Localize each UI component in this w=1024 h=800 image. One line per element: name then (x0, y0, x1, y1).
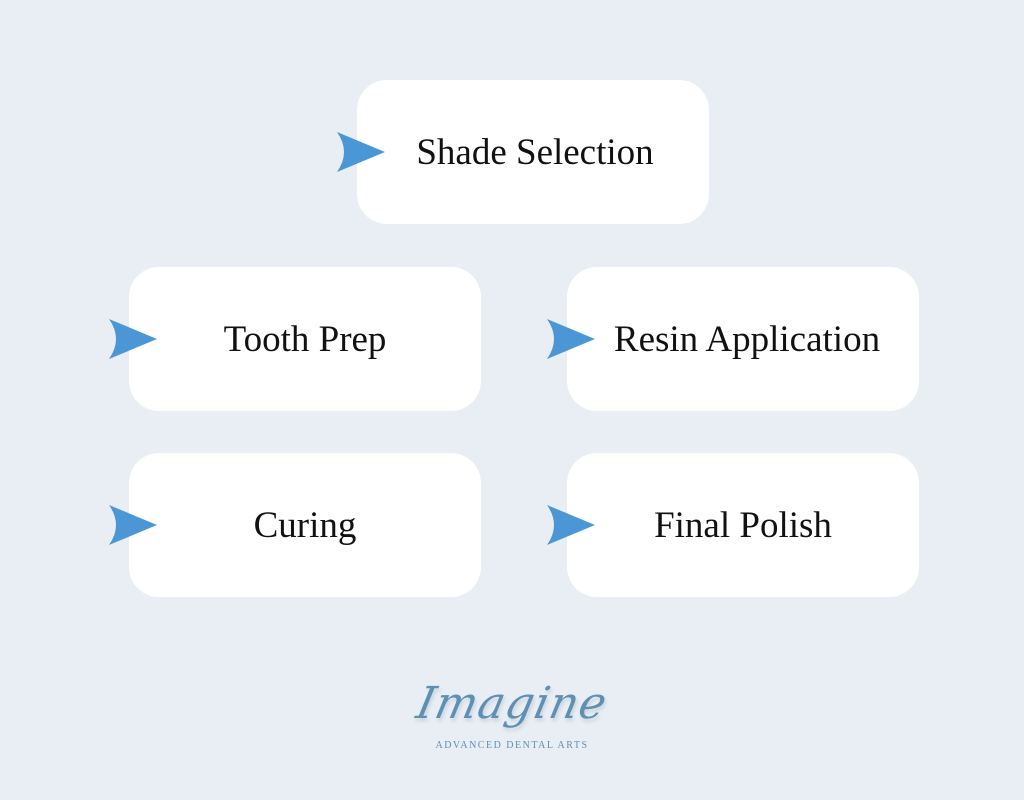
step-card-tooth-prep: Tooth Prep (109, 267, 481, 411)
arrow-pointer-icon (545, 317, 597, 361)
step-card-resin-application: Resin Application (547, 267, 919, 411)
step-label: Shade Selection (416, 131, 654, 173)
step-card-final-polish: Final Polish (547, 453, 919, 597)
step-label: Resin Application (613, 318, 881, 360)
arrow-pointer-icon (107, 317, 159, 361)
brand-logo: Imagine ADVANCED DENTAL ARTS (412, 676, 612, 766)
arrow-pointer-icon (545, 503, 597, 547)
arrow-pointer-icon (335, 130, 387, 174)
step-label: Final Polish (654, 504, 832, 546)
logo-tagline: ADVANCED DENTAL ARTS (435, 740, 589, 751)
step-card-shade-selection: Shade Selection (337, 80, 709, 224)
logo-script: Imagine (412, 678, 612, 729)
arrow-pointer-icon (107, 503, 159, 547)
step-card-curing: Curing (109, 453, 481, 597)
step-label: Tooth Prep (223, 318, 387, 360)
step-label: Curing (253, 504, 357, 546)
